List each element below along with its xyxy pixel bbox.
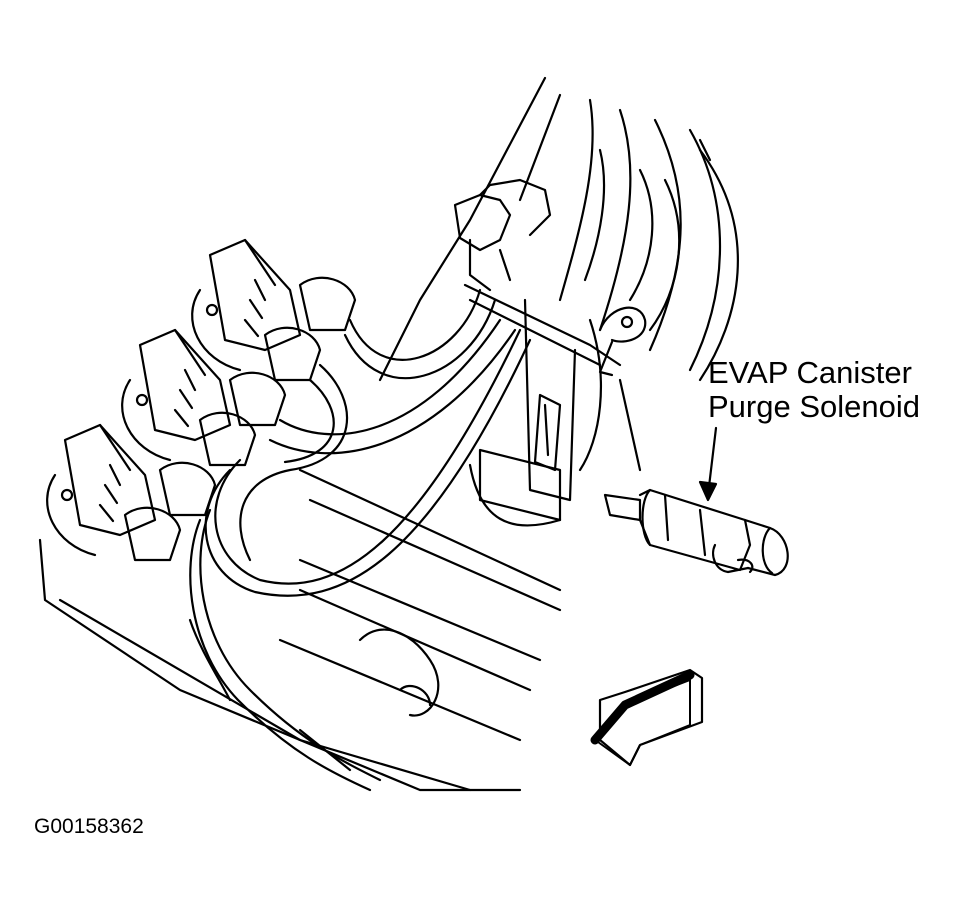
valve-cover — [40, 470, 560, 790]
callout-label-line1: EVAP Canister — [708, 355, 912, 390]
ignition-coil-3 — [47, 425, 155, 555]
front-direction-arrow — [595, 670, 702, 765]
callout-label-line2: Purge Solenoid — [708, 389, 920, 424]
callout-arrowhead — [700, 482, 716, 500]
ignition-coil-1 — [192, 240, 300, 370]
ignition-coil-2 — [122, 330, 230, 460]
upper-connector — [455, 180, 550, 290]
intake-manifold — [380, 78, 738, 470]
figure-id: G00158362 — [34, 815, 144, 838]
spark-plug-boots — [125, 278, 355, 560]
spark-plug-wires — [190, 290, 530, 790]
evap-purge-solenoid — [605, 490, 788, 575]
solenoid-bracket — [465, 285, 645, 525]
